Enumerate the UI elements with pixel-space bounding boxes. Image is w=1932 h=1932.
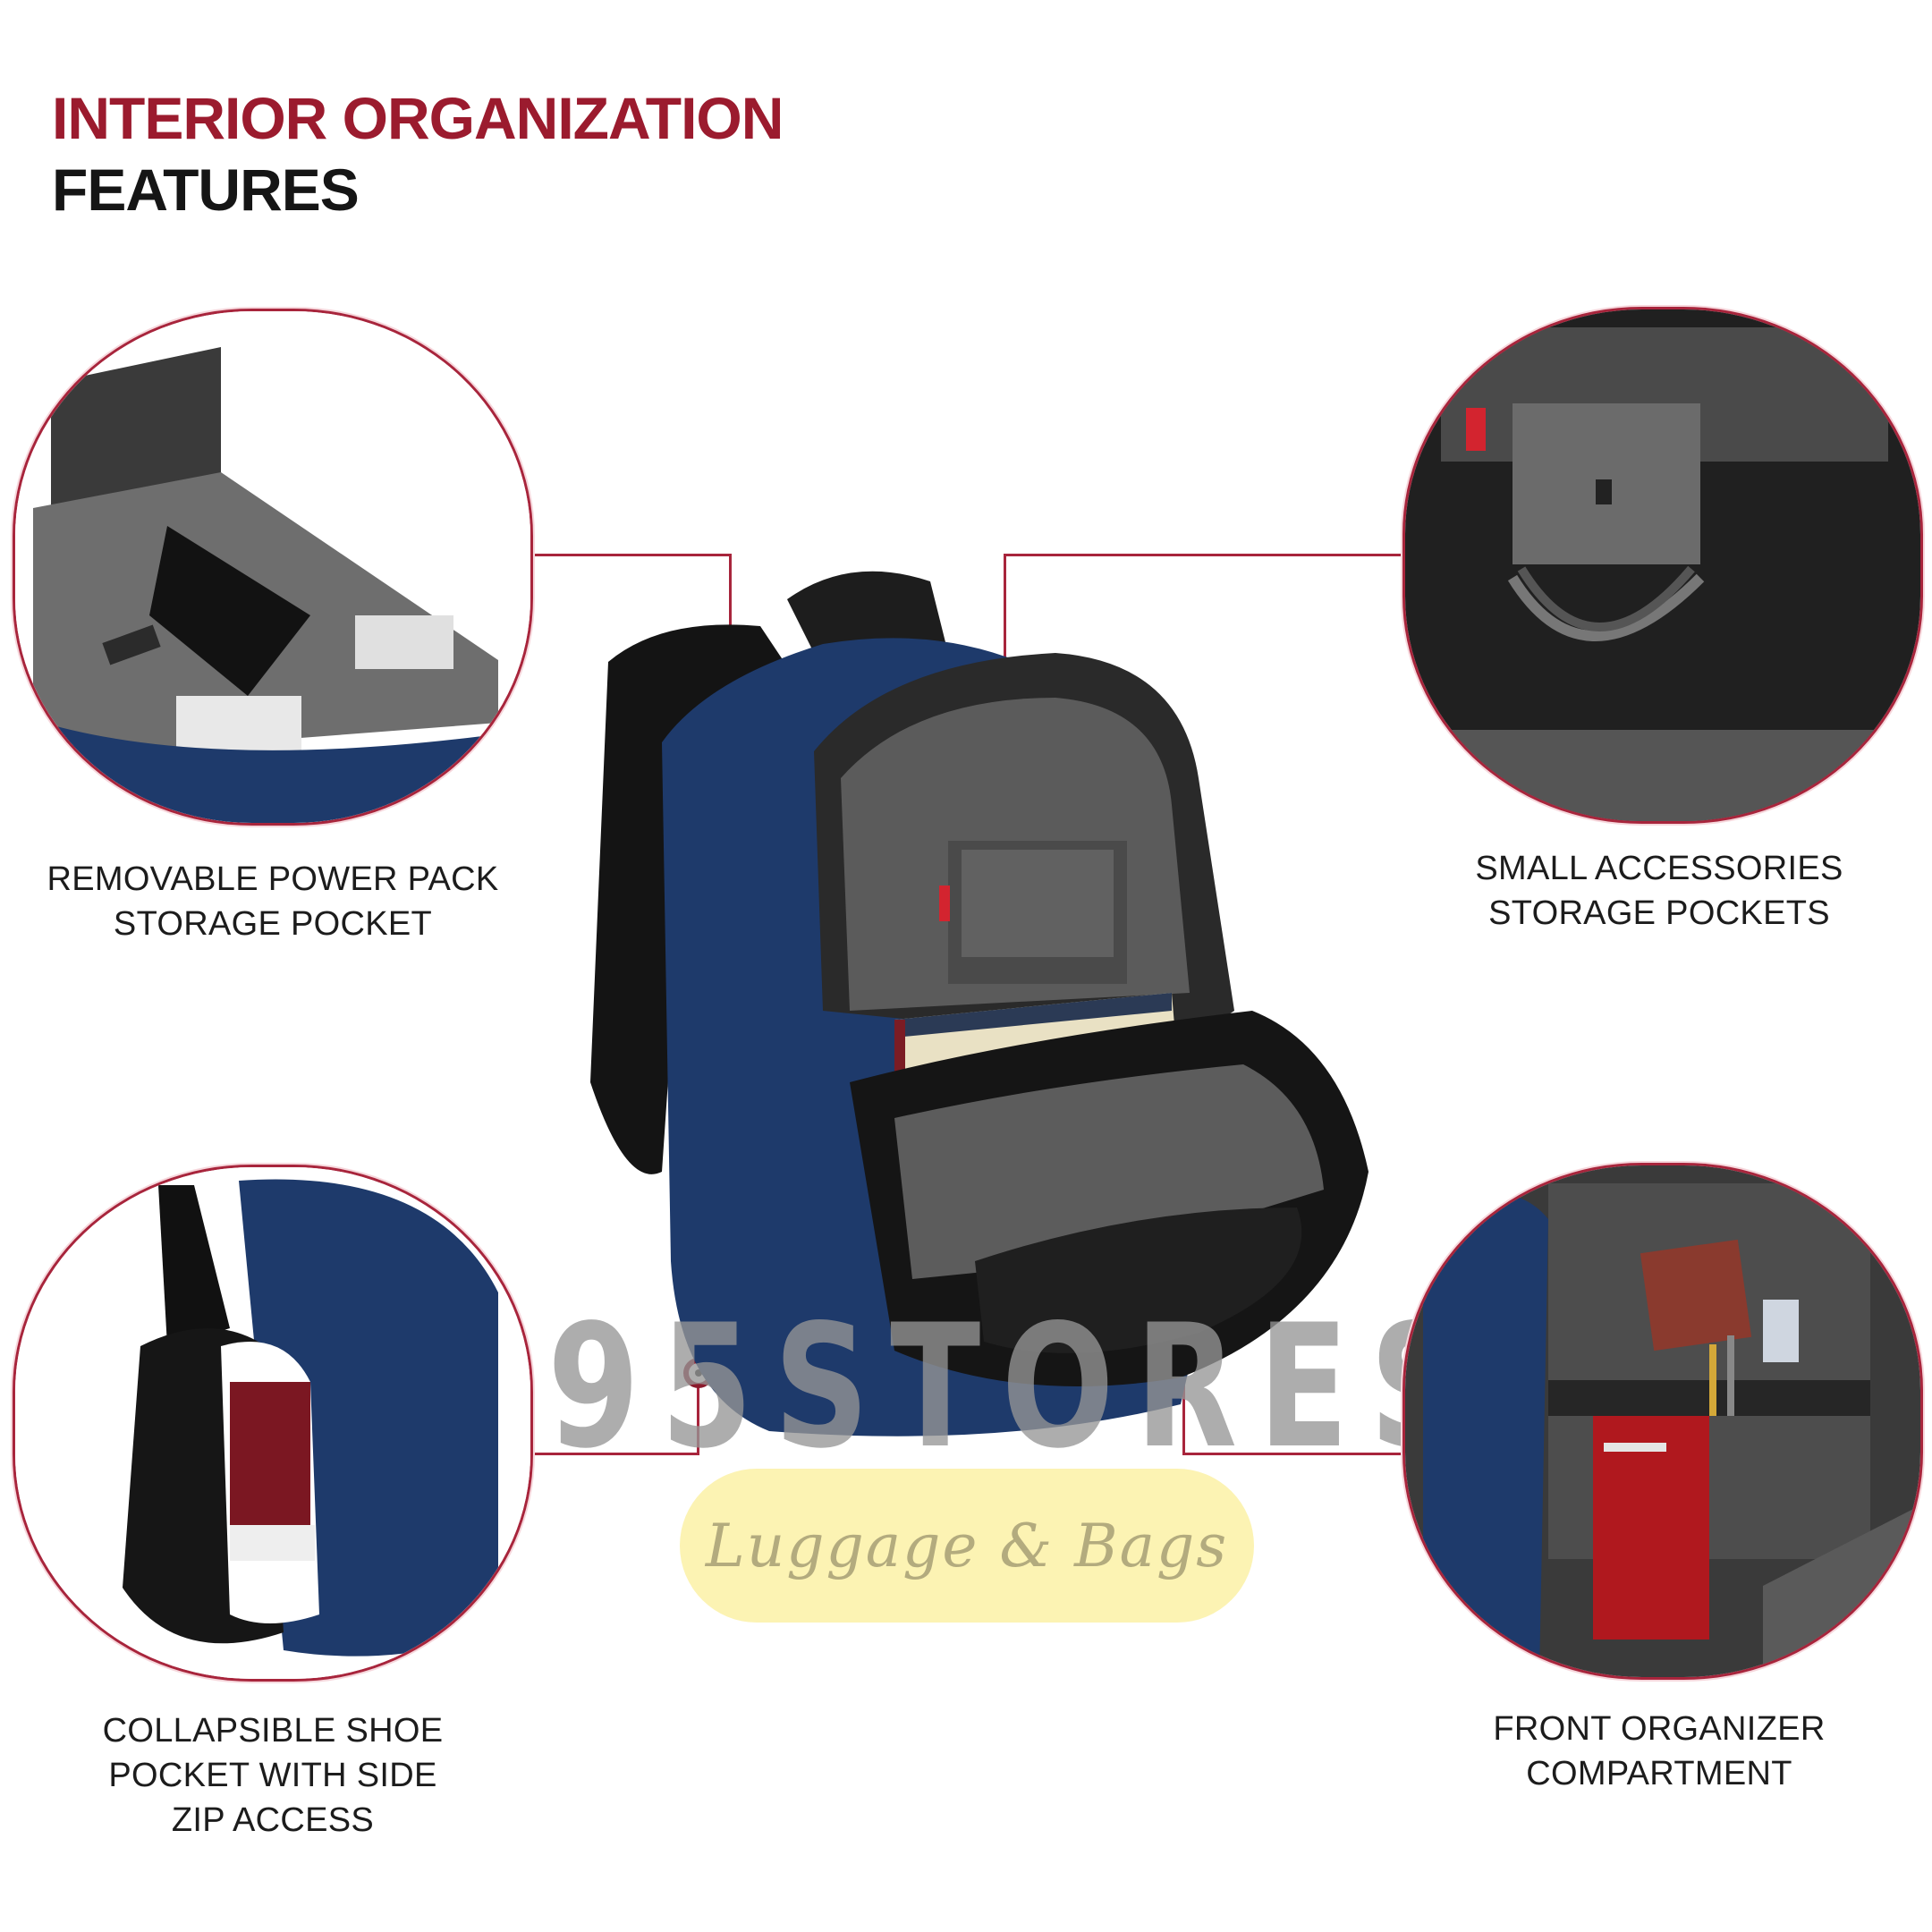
title-line-2: FEATURES [52,157,360,223]
connector-br-h [1182,1453,1404,1455]
watermark: 95STORES [547,1288,1487,1486]
accessories-photo [1405,309,1920,821]
connector-tl-h [528,554,732,556]
label-accessories: SMALL ACCESSORIES STORAGE POCKETS [1475,850,1843,932]
label-front-organizer: FRONT ORGANIZER COMPARTMENT [1493,1710,1826,1792]
category-badge: Luggage & Bags [680,1469,1254,1623]
backpack-image [590,571,1368,1436]
page-title: INTERIOR ORGANIZATION FEATURES [52,82,784,225]
front-organizer-photo [1405,1165,1920,1677]
label-shoe-pocket: COLLAPSIBLE SHOE POCKET WITH SIDE ZIP AC… [102,1712,444,1839]
shoe-pocket-photo [15,1167,530,1679]
power-pack-photo [15,311,530,823]
callout-shoe-pocket [13,1165,533,1682]
title-line-1: INTERIOR ORGANIZATION [52,85,784,151]
callout-power-pack [13,309,533,826]
badge-text: Luggage & Bags [705,1511,1229,1580]
callout-accessories [1402,307,1923,824]
label-power-pack: REMOVABLE POWER PACK STORAGE POCKET [47,860,499,943]
connector-tr-h [1004,554,1404,556]
connector-bl-v [697,1377,699,1455]
connector-bl-h [528,1453,699,1455]
callout-front-organizer [1402,1163,1923,1680]
